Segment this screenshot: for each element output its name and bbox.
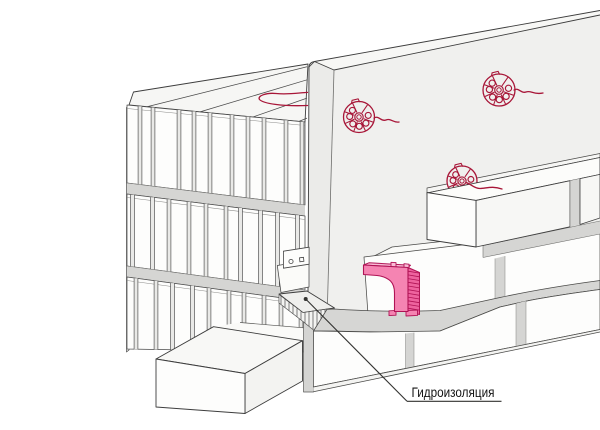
svg-text:Гидроизоляция: Гидроизоляция xyxy=(412,385,495,400)
